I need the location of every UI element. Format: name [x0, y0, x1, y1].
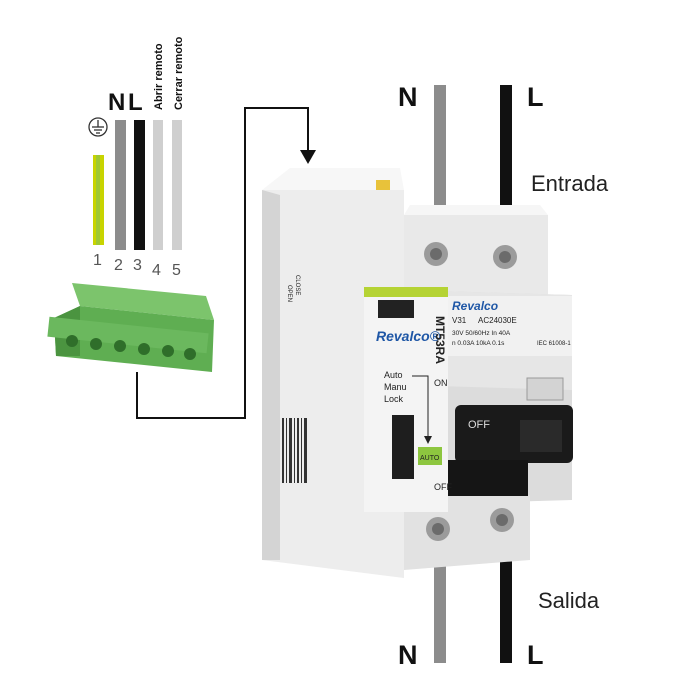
control-wire-path — [136, 107, 309, 419]
mode-manu-label: Manu — [384, 382, 407, 392]
terminal-number-3: 3 — [133, 257, 142, 274]
l-label-bottom: L — [527, 640, 544, 670]
breaker-rating-2: n 0.03A 10kA 0.1s — [452, 340, 505, 347]
terminal-number-4: 4 — [152, 262, 161, 279]
breaker-close-label: CLOSE — [294, 275, 300, 295]
n-label-top: N — [398, 82, 418, 112]
breaker-code: AC24030E — [478, 316, 517, 325]
terminal-number-1: 1 — [93, 252, 102, 269]
barcode — [282, 418, 307, 483]
neutral-wire-left — [115, 120, 126, 250]
mode-arrow-icon — [412, 375, 429, 440]
module-brand-text: Revalco® — [376, 328, 441, 344]
breaker-standard: IEC 61008-1 — [537, 341, 571, 347]
terminal-number-5: 5 — [172, 262, 181, 279]
line-wire-left — [134, 120, 145, 250]
breaker-rating-1: 30V 50/60Hz In 40A — [452, 330, 511, 337]
breaker-brand: Revalco — [452, 299, 498, 313]
breaker-device — [262, 168, 573, 578]
auto-indicator: AUTO — [420, 455, 440, 462]
n-label-bottom: N — [398, 640, 418, 670]
line-wire-bottom — [500, 530, 512, 663]
module-model: MT53RA — [433, 316, 447, 364]
terminal-label-l: L — [128, 89, 143, 116]
terminal-label-n: N — [108, 89, 125, 116]
remote-close-wire — [172, 120, 182, 250]
l-label-top: L — [527, 82, 544, 112]
breaker-off-label: OFF — [468, 419, 490, 431]
module-on-label: ON — [434, 378, 448, 388]
earth-ground-icon — [88, 117, 108, 137]
terminal-label-abrir-remoto: Abrir remoto — [153, 43, 165, 110]
remote-open-wire — [153, 120, 163, 250]
terminal-label-cerrar-remoto: Cerrar remoto — [173, 36, 185, 110]
mode-lock-label: Lock — [384, 394, 404, 404]
mode-auto-label: Auto — [384, 370, 403, 380]
module-off-label: OFF — [434, 482, 452, 492]
entrada-label: Entrada — [531, 171, 609, 196]
breaker-open-label: OPEN — [286, 285, 292, 302]
salida-label: Salida — [538, 588, 600, 613]
mode-slider[interactable] — [392, 415, 414, 479]
terminal-number-2: 2 — [114, 257, 123, 274]
arrow-down-icon — [300, 150, 316, 164]
ground-wire-stripe — [96, 155, 100, 245]
breaker-model: V31 — [452, 316, 467, 325]
test-button[interactable] — [526, 377, 564, 401]
terminal-block-connector — [47, 283, 214, 372]
